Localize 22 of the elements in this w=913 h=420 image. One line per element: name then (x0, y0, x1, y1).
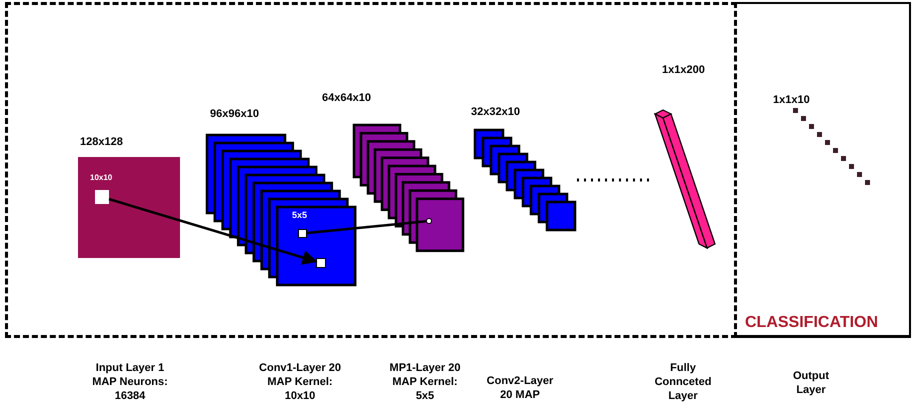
layer-caption: Input Layer 1 MAP Neurons: 16384 (91, 362, 169, 404)
classification-panel (737, 2, 911, 338)
size-label: 32x32x10 (471, 106, 520, 118)
connector-line (306, 220, 426, 234)
input-feature-map (78, 136, 182, 260)
layer-caption: Conv2-Layer 20 MAP (486, 375, 554, 402)
kernel-size-label: 5x5 (292, 211, 308, 221)
layer-caption: Output Layer (792, 370, 830, 398)
size-label: 96x96x10 (210, 108, 259, 120)
feature-map-stack (204, 108, 356, 286)
receptive-field-square (316, 258, 326, 268)
size-label: 64x64x10 (322, 92, 371, 104)
kernel-size-label: 10x10 (90, 174, 112, 183)
size-label: 1x1x10 (773, 94, 810, 106)
layer-caption: MP1-Layer 20 MAP Kernel: 5x5 (389, 362, 461, 404)
size-label: 1x1x200 (662, 64, 705, 76)
layer-caption: Fully Connceted Layer (654, 362, 712, 404)
size-label: 128x128 (80, 136, 123, 148)
layer-caption: Conv1-Layer 20 MAP Kernel: 10x10 (258, 362, 342, 404)
section-title: CLASSIFICATION (745, 314, 878, 332)
feature-map-stack (471, 106, 579, 232)
arrow (108, 198, 318, 265)
